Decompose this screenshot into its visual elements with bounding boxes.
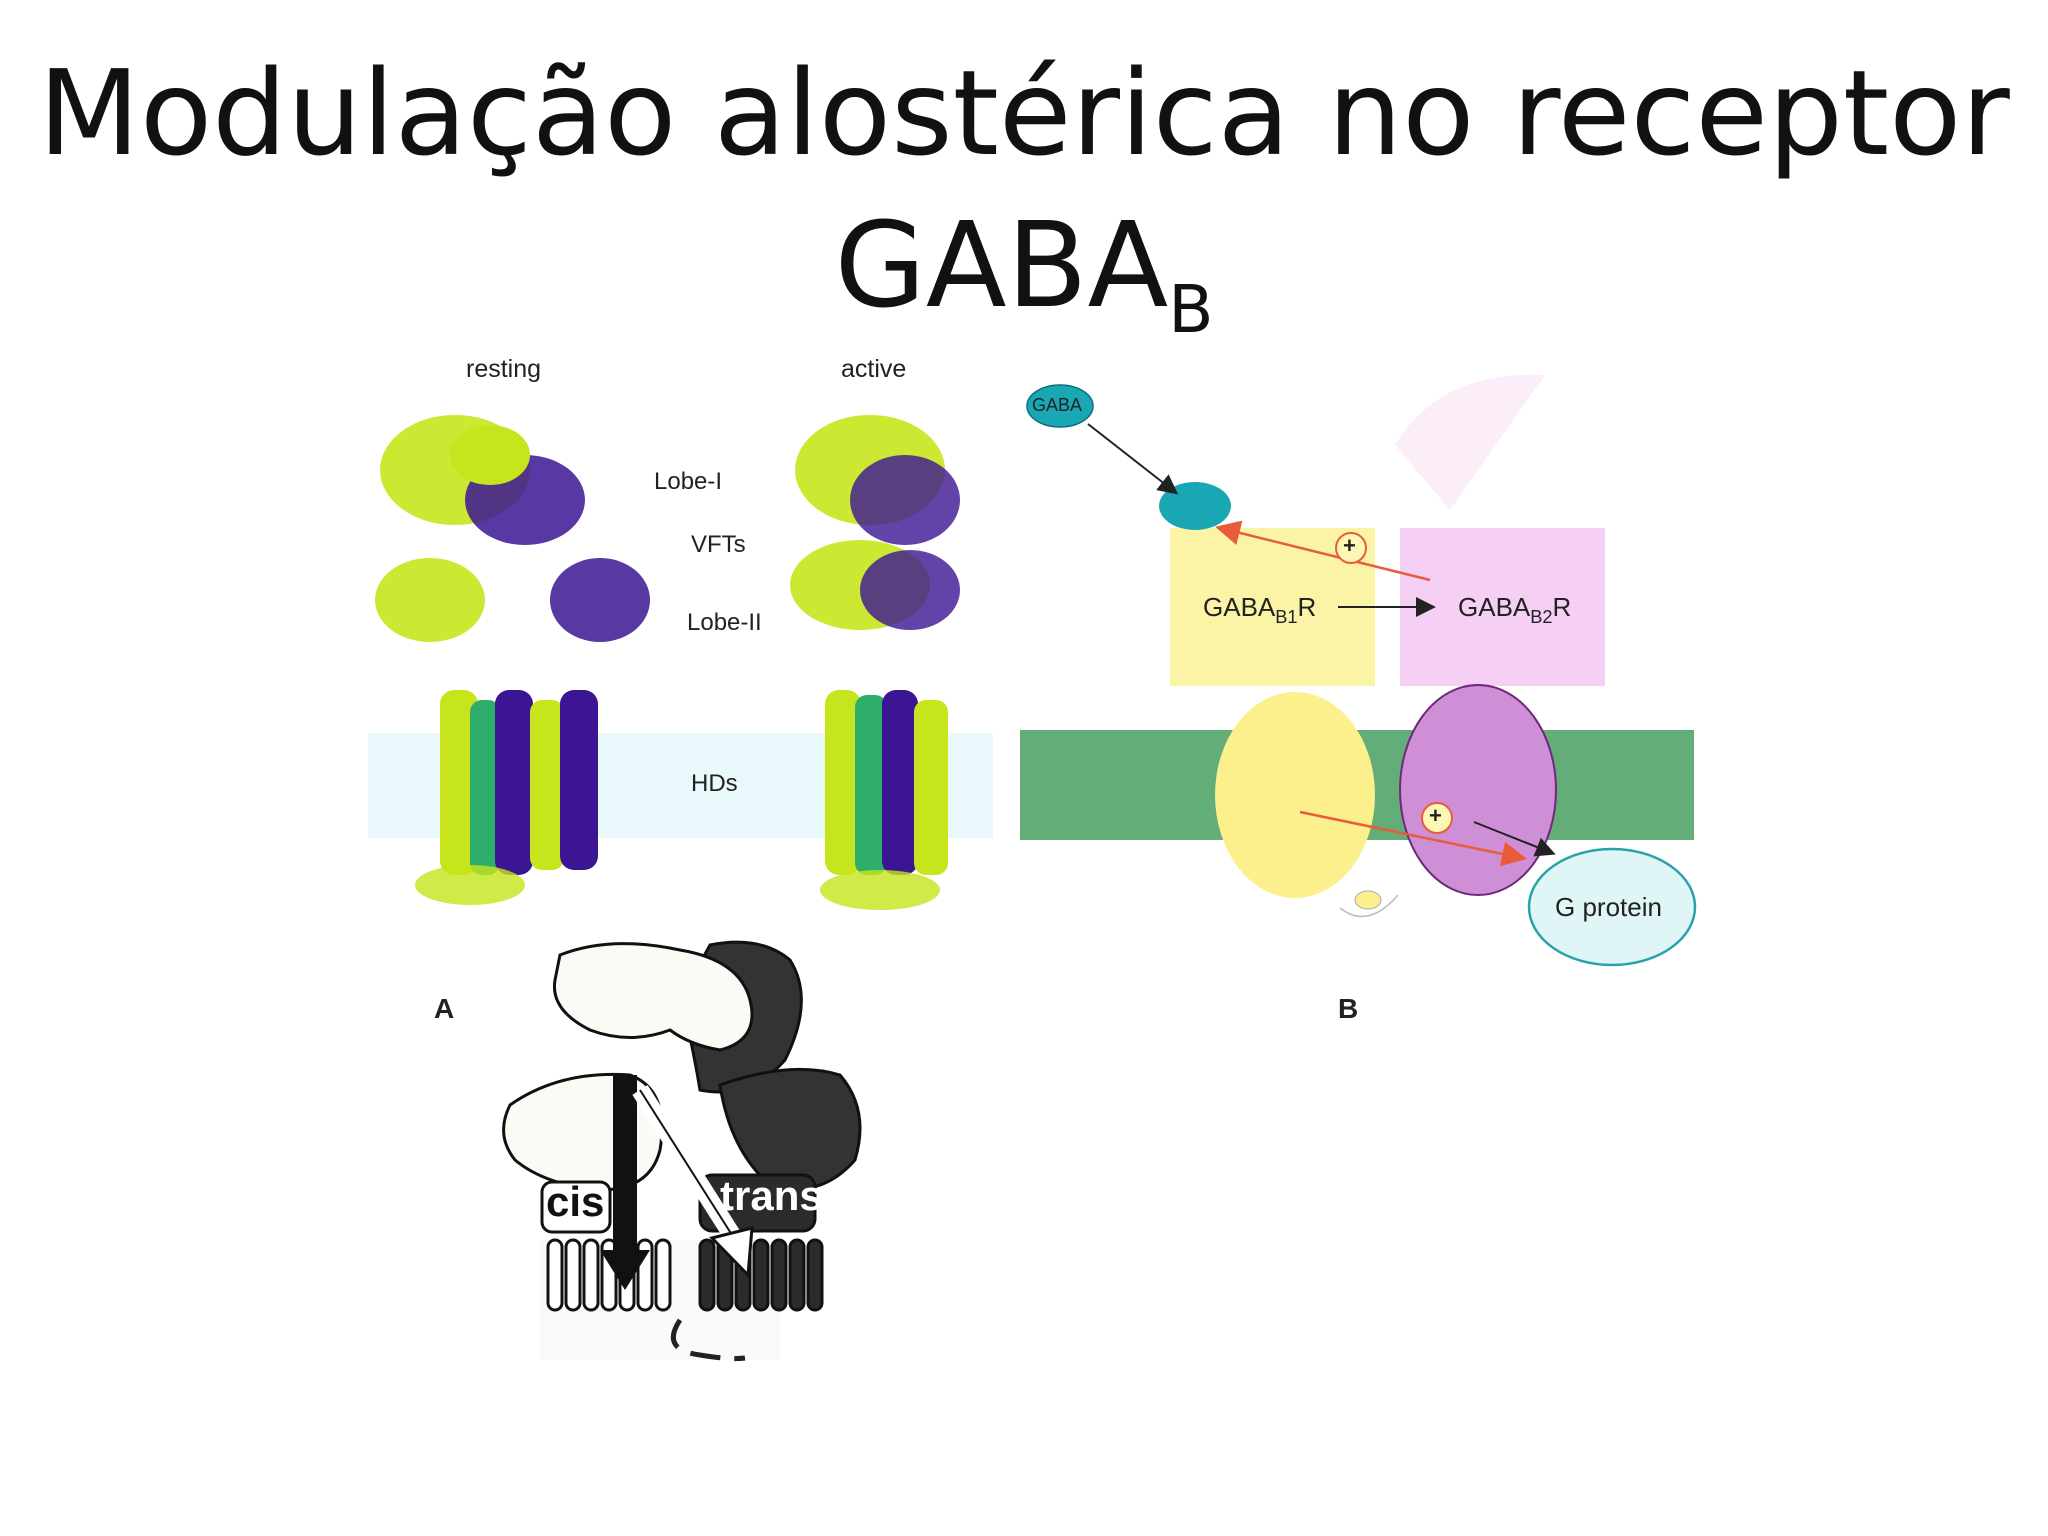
cis-trans-schematic: [502, 940, 862, 1362]
gb2-label: GABAB2R: [1458, 592, 1572, 627]
pam-circle-top: [1335, 532, 1367, 564]
g-protein-oval: [1527, 847, 1697, 967]
active-vft-structure: [790, 415, 960, 630]
gb2-td-oval: [1399, 684, 1557, 896]
panel-b-letter: B: [1338, 993, 1359, 1024]
cis-label: cis: [546, 1178, 605, 1225]
faint-shape: [1395, 374, 1545, 510]
cis-linker: [540, 1180, 612, 1234]
resting-vft-structure: [375, 415, 650, 642]
panel-a-structures: [368, 415, 993, 910]
pam-to-g-arrow: [1473, 821, 1556, 857]
gb1-td-oval: [1215, 692, 1375, 898]
g-protein-label: G protein: [1555, 892, 1662, 922]
active-hd-structure: [820, 690, 948, 910]
small-oval: [1354, 890, 1382, 910]
vfts-label: VFTs: [691, 531, 746, 558]
trans-lower-lobe: [718, 1067, 862, 1191]
lobe2-label: Lobe-II: [687, 609, 762, 636]
pam-circle-bottom: [1421, 802, 1453, 834]
c-terminal-dashed: [670, 1318, 746, 1362]
cis-arrow-head: [600, 1250, 650, 1290]
slide-title-gaba-b: GABAB: [834, 196, 1214, 348]
cis-upper-lobe: [552, 942, 754, 1052]
trans-label: trans: [720, 1172, 823, 1219]
pam-plus-top: +: [1343, 533, 1356, 558]
panel-b-diagram: [1020, 374, 1697, 967]
gaba-ligand: [1026, 384, 1094, 428]
panel-a-letter: A: [434, 993, 455, 1024]
red-arrow-top: [1215, 520, 1431, 582]
slide-title: Modulação alostérica no receptor: [38, 44, 2010, 182]
red-arrow-bottom: [1299, 810, 1527, 867]
active-label: active: [841, 355, 907, 383]
gaba-binding-arrow: [1087, 423, 1179, 495]
trans-helices: [698, 1238, 824, 1312]
lobe1-label: Lobe-I: [654, 468, 723, 495]
hds-label: HDs: [691, 770, 738, 797]
gb1-label: GABAB1R: [1203, 592, 1317, 627]
resting-label: resting: [466, 355, 542, 383]
trans-arrow-head: [709, 1226, 754, 1279]
gaba-ligand-label: GABA: [1032, 395, 1083, 415]
resting-hd-structure: [415, 690, 598, 905]
pam-plus-bottom: +: [1429, 803, 1442, 828]
